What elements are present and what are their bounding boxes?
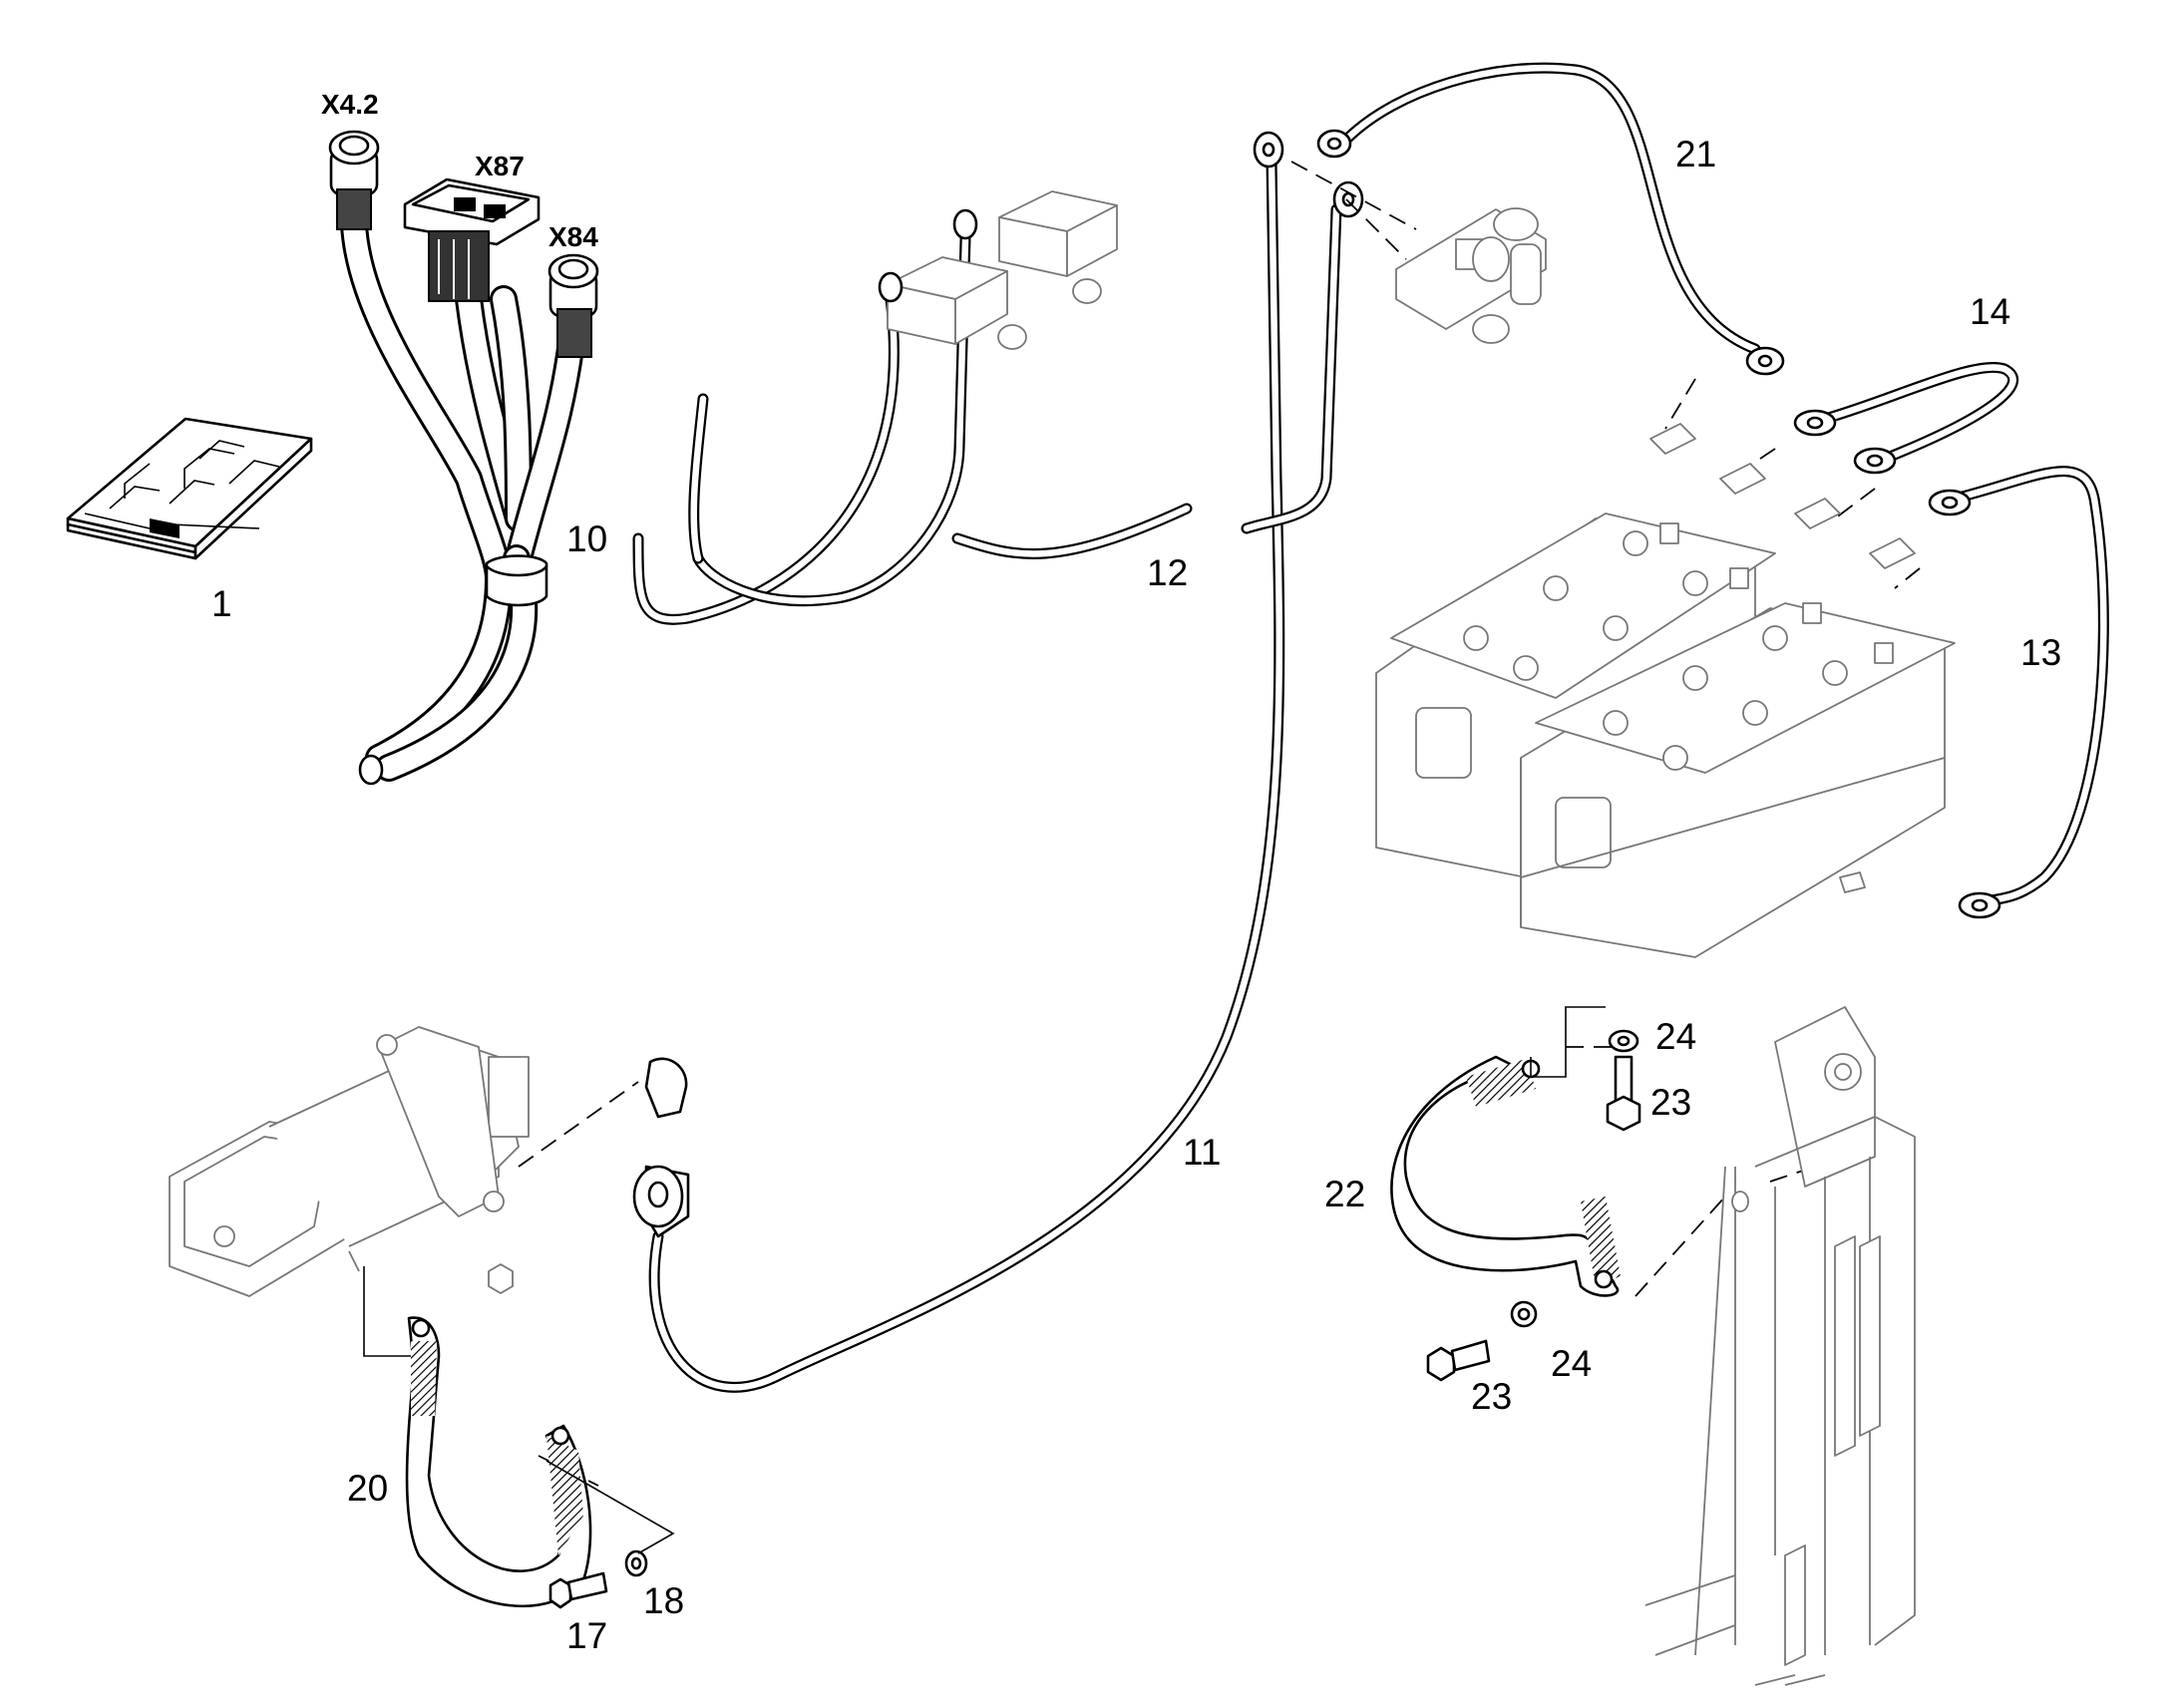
main-power-cable xyxy=(632,131,1364,1393)
battery-link-cable xyxy=(1793,362,2019,475)
starter-motor xyxy=(169,1026,530,1297)
battery-pack xyxy=(1375,423,1956,958)
callout-21: 21 xyxy=(1675,134,1716,174)
callout-13: 13 xyxy=(2020,632,2061,673)
callout-18: 18 xyxy=(643,1580,684,1621)
wiring-harness xyxy=(328,130,599,786)
sensor-cable-assembly xyxy=(632,190,1193,625)
battery-ground-cable xyxy=(1928,466,2109,919)
callout-23-upper: 23 xyxy=(1650,1082,1691,1123)
callout-14: 14 xyxy=(1970,291,2010,332)
callout-12: 12 xyxy=(1147,552,1188,593)
assembly-lines xyxy=(518,161,1921,1487)
connector-x87-label: X87 xyxy=(475,151,525,181)
callout-20: 20 xyxy=(347,1468,388,1509)
connector-x42-label: X4.2 xyxy=(321,89,379,120)
mast-frame xyxy=(1644,1006,1916,1686)
mast-ground-strap xyxy=(1390,1006,1641,1382)
callout-17: 17 xyxy=(566,1615,607,1656)
callout-24-lower: 24 xyxy=(1551,1343,1592,1384)
callout-11: 11 xyxy=(1183,1132,1221,1173)
connector-x84-label: X84 xyxy=(548,221,598,252)
callout-23-lower: 23 xyxy=(1471,1376,1512,1417)
callout-1: 1 xyxy=(211,583,232,624)
starter-ground-strap xyxy=(363,1263,675,1609)
manual-booklet xyxy=(66,417,313,560)
callout-10: 10 xyxy=(566,518,607,559)
battery-switch-cable xyxy=(1316,62,1785,376)
callout-24-upper: 24 xyxy=(1655,1016,1696,1057)
callout-22: 22 xyxy=(1324,1174,1365,1214)
callout-labels: 1 10 11 12 13 14 17 18 20 21 22 23 23 24… xyxy=(211,89,2061,1656)
